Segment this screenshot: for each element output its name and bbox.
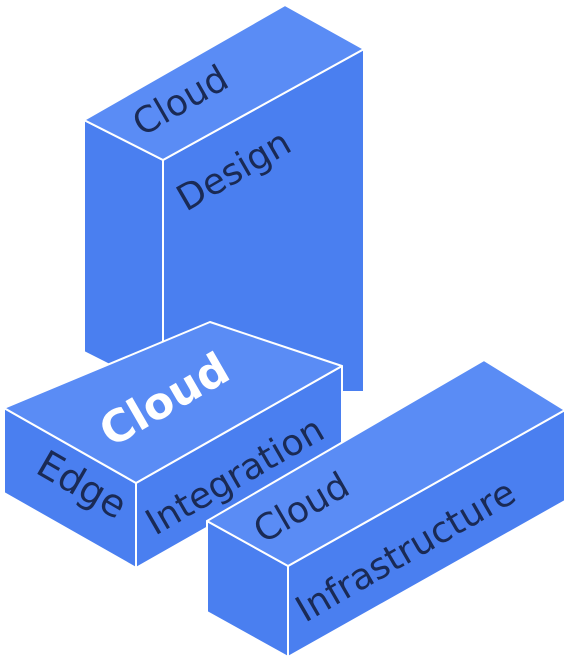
block-cloud-design: Cloud Design: [83, 4, 365, 393]
tall-block-top-face: [83, 4, 365, 161]
infra-block-top-face: [206, 359, 566, 567]
block-edge-integration: Edge Integration Cloud: [3, 321, 343, 569]
edge-block-top-face: [3, 321, 343, 484]
